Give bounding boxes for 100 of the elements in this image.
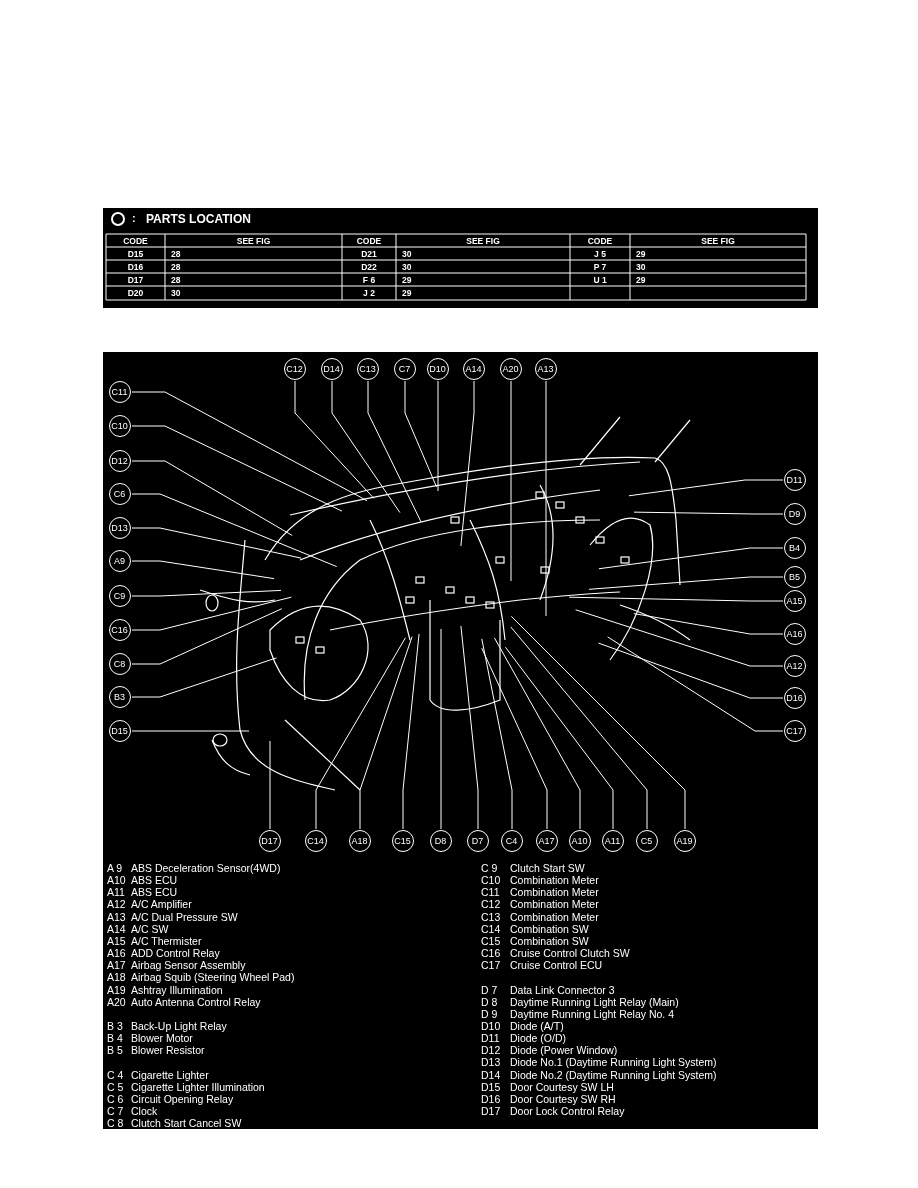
part-code: D12 [481,1045,501,1056]
part-name: Ashtray Illumination [131,984,223,995]
part-code: C 6 [107,1093,124,1105]
part-code: C13 [481,911,501,923]
part-name: Clock [131,1106,158,1117]
part-code: A10 [107,875,126,886]
leader-line [628,479,784,497]
part-code: D10 [481,1020,501,1032]
part-name: Combination Meter [510,911,599,923]
part-name: Door Courtesy SW RH [510,1093,616,1105]
leader-line [633,613,784,635]
figure-number: 30 [636,263,646,272]
part-name: ADD Control Relay [131,948,220,959]
leader-line [633,511,784,515]
leader-line [481,638,513,830]
part-name: Daytime Running Light Relay (Main) [510,996,679,1008]
part-name: Data Link Connector 3 [510,984,615,995]
leader-line [510,380,512,582]
part-code: C 4 [107,1069,124,1081]
leader-line [367,380,422,523]
leader-line [440,628,442,830]
leader-line [331,380,401,514]
part-code: D17 [126,276,145,285]
part-code: P 7 [592,263,608,272]
part-name: Cruise Control Clutch SW [510,948,630,959]
part-code: A16 [107,948,126,959]
leader-line [131,425,343,512]
leader-line [131,527,302,559]
part-name: Airbag Sensor Assembly [131,960,246,971]
leader-line [402,633,420,830]
part-code: D 8 [481,996,498,1008]
part-code: A13 [107,911,126,923]
column-header: SEE FIG [700,237,736,246]
part-code: C17 [481,960,501,971]
part-code: D21 [360,250,378,259]
table-title: PARTS LOCATION [146,213,251,225]
part-name: Circuit Opening Relay [131,1093,234,1105]
leader-line [568,596,784,602]
part-code: A12 [107,899,126,910]
part-code: D15 [481,1081,501,1093]
figure-number: 28 [171,250,181,259]
part-name: Cruise Control ECU [510,960,603,971]
part-name: Combination Meter [510,875,599,886]
column-header: CODE [355,237,383,246]
column-header: CODE [586,237,614,246]
title-colon: : [132,213,136,224]
part-name: Diode (O/D) [510,1033,566,1044]
part-name: Blower Motor [131,1033,193,1044]
leader-line [404,380,437,488]
part-code: A19 [107,984,126,995]
part-name: Door Lock Control Relay [510,1106,625,1117]
part-name: ABS Deceleration Sensor(4WD) [131,863,281,874]
leader-line [545,380,547,617]
part-code: A15 [107,935,126,947]
part-code: D 7 [481,984,498,995]
part-name: Cigarette Lighter [131,1069,209,1081]
part-name: Diode (Power Window) [510,1045,618,1056]
leader-line [131,596,292,631]
part-code: A11 [107,887,125,898]
part-code: J 2 [362,289,376,298]
part-code: D22 [360,263,378,272]
part-name: ABS ECU [131,887,178,898]
part-code: C 9 [481,863,498,874]
part-code: D14 [481,1069,501,1081]
part-code: C11 [481,887,500,898]
part-code: J 5 [593,250,607,259]
figure-number: 28 [171,263,181,272]
leader-line [131,560,275,580]
part-code: C 5 [107,1081,124,1093]
figure-number: 30 [402,263,412,272]
part-name: Combination SW [510,923,589,935]
part-code: D 9 [481,1008,498,1020]
part-code: C14 [481,923,501,935]
part-code: A 9 [107,863,123,874]
part-code: C10 [481,875,501,886]
part-code: B 5 [107,1045,123,1056]
leader-line [598,547,784,570]
leader-line [504,646,614,830]
column-header: SEE FIG [465,237,501,246]
part-code: D20 [126,289,145,298]
part-code: D16 [481,1093,501,1105]
figure-number: 29 [402,289,412,298]
leader-line [575,609,784,667]
part-code: U 1 [592,276,608,285]
part-name: Cigarette Lighter Illumination [131,1081,265,1093]
part-code: D11 [481,1033,500,1044]
leader-line [597,642,784,699]
leader-line [294,380,375,499]
part-name: A/C SW [131,923,169,935]
column-header: CODE [122,237,149,246]
leader-line [131,391,368,502]
part-name: A/C Amplifier [131,899,192,910]
leader-line [607,636,784,732]
leader-line [359,636,413,830]
leader-line [131,589,282,597]
leader-line [510,615,686,830]
part-name: Clutch Start Cancel SW [131,1118,242,1129]
part-name: Combination Meter [510,887,599,898]
part-name: Daytime Running Light Relay No. 4 [510,1008,674,1020]
leader-line [460,625,479,830]
